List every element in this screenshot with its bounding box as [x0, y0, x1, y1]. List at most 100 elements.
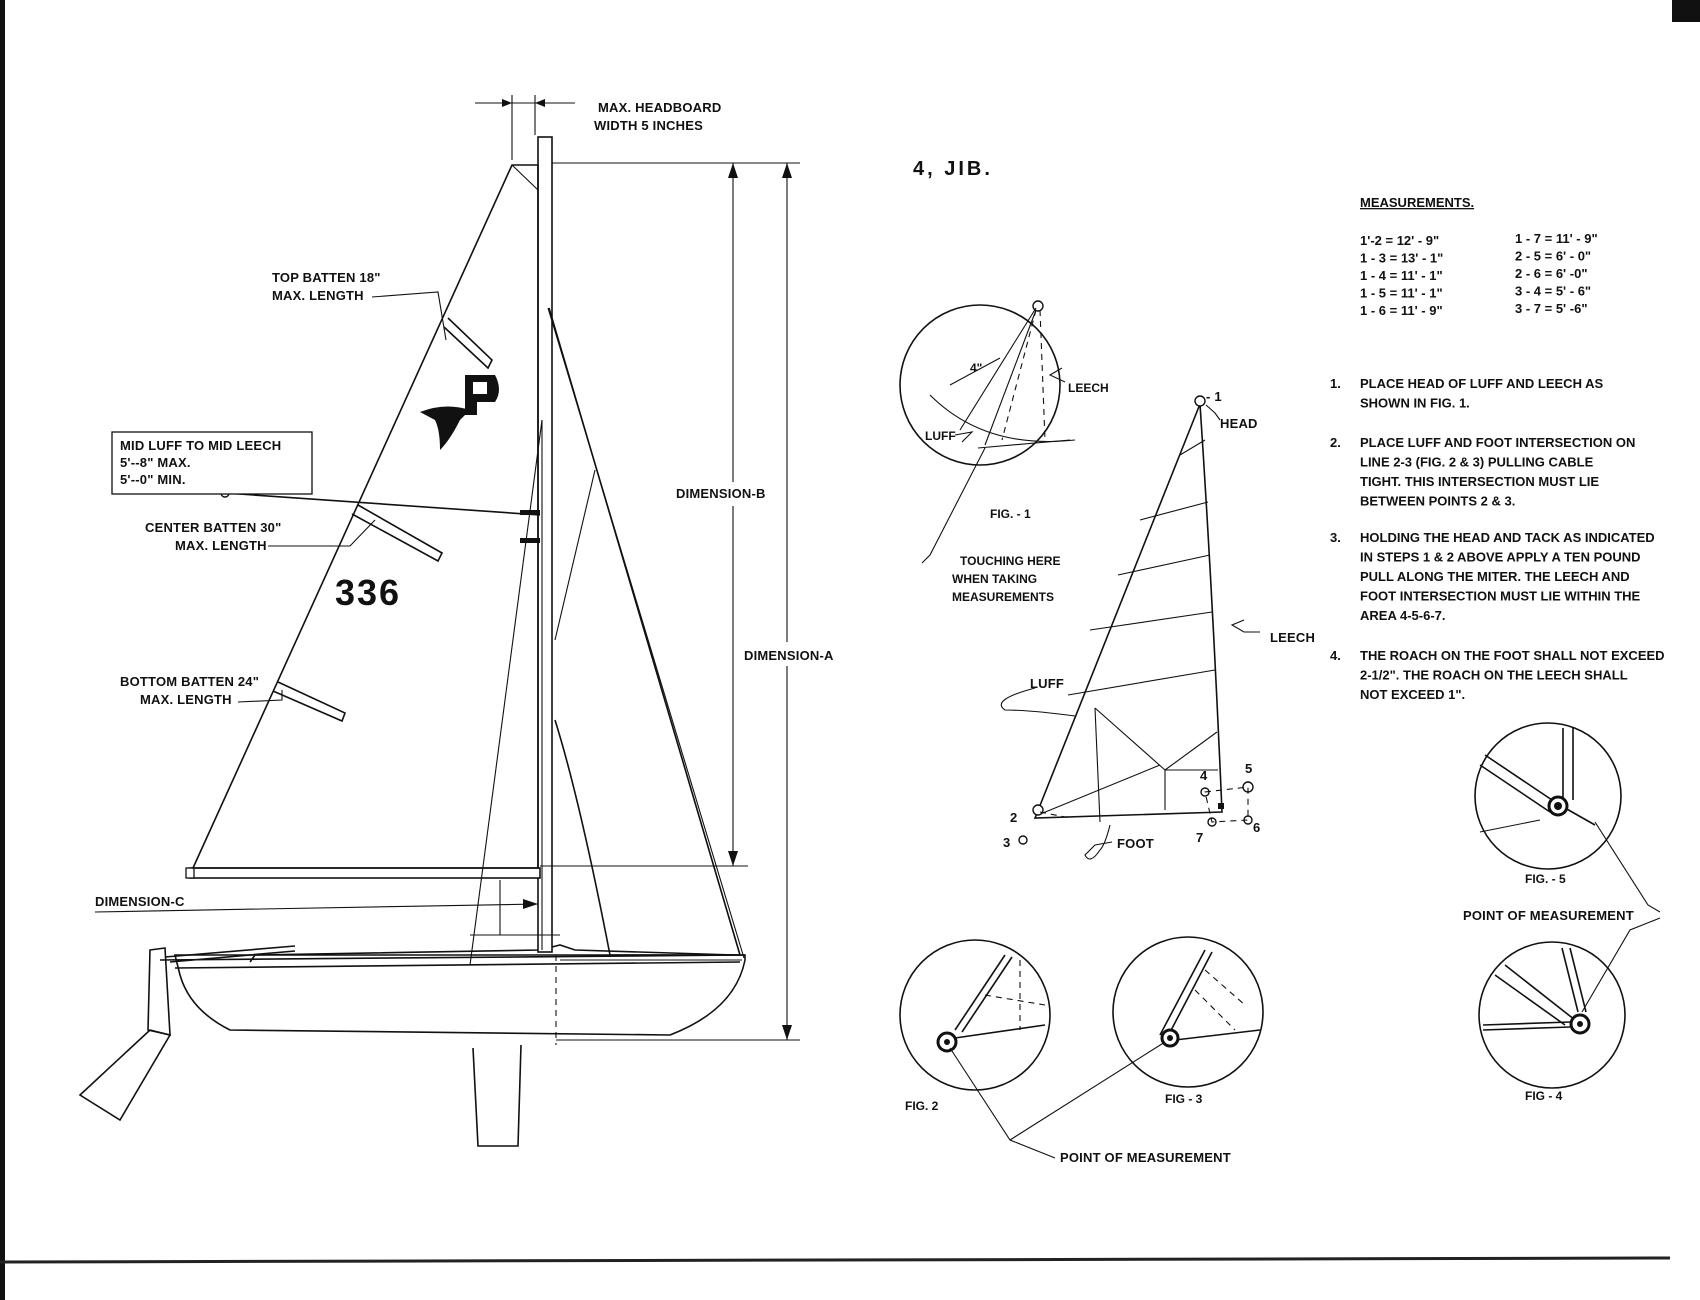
- boat-drawing: P 336 DIMENSION-A DIMENSION-B DIMENSION-…: [78, 95, 835, 1147]
- instruction-item: 3. HOLDING THE HEAD AND TACK AS INDICATED…: [1330, 530, 1655, 623]
- jib-point-7: 7: [1196, 830, 1203, 845]
- measurements-heading: MEASUREMENTS.: [1360, 195, 1474, 210]
- mid-luff-box: MID LUFF TO MID LEECH 5'--8" MAX. 5'--0"…: [111, 431, 313, 495]
- measurement-row: 1 - 5 = 11' - 1": [1360, 286, 1443, 301]
- instruction-line: FOOT INTERSECTION MUST LIE WITHIN THE: [1360, 589, 1641, 604]
- instruction-item: 1. PLACE HEAD OF LUFF AND LEECH AS SHOWN I…: [1330, 376, 1603, 411]
- svg-text:LUFF: LUFF: [925, 429, 956, 443]
- bottom-batten-label: BOTTOM BATTEN 24" MAX. LENGTH: [120, 674, 263, 707]
- svg-text:LEECH: LEECH: [1068, 381, 1109, 395]
- mid-luff-to-mid-leech-line: [224, 492, 541, 516]
- dimension-c-label: DIMENSION-C: [95, 894, 185, 909]
- fig-1-caption: FIG. - 1: [990, 507, 1031, 521]
- measurement-row: 1 - 6 = 11' - 9": [1360, 303, 1443, 318]
- instruction-number: 3.: [1330, 530, 1341, 545]
- instruction-line: AREA 4-5-6-7.: [1360, 608, 1445, 623]
- center-batten-label: CENTER BATTEN 30" MAX. LENGTH: [145, 520, 285, 553]
- mainsail: [191, 164, 539, 869]
- svg-text:MID LUFF TO MID LEECH 5': MID LUFF TO MID LEECH 5'--8" MAX. 5'--0"…: [120, 438, 285, 487]
- top-batten-label: TOP BATTEN 18" MAX. LENGTH: [272, 270, 384, 303]
- insignia-letter: P: [478, 371, 479, 373]
- instruction-line: HOLDING THE HEAD AND TACK AS INDICATED: [1360, 530, 1655, 545]
- instruction-line: PLACE HEAD OF LUFF AND LEECH AS: [1360, 376, 1603, 391]
- headboard-label: MAX. HEADBOARD WIDTH 5 INCHES: [594, 100, 725, 133]
- instruction-line: BETWEEN POINTS 2 & 3.: [1360, 494, 1515, 509]
- jib-point-3: 3: [1003, 835, 1010, 850]
- jib-point-5: 5: [1245, 761, 1252, 776]
- touching-here-label: TOUCHING HERE WHEN TAKING MEASUREMENTS: [952, 554, 1064, 604]
- rudder-blade: [78, 1029, 172, 1122]
- point-of-measurement-right: POINT OF MEASUREMENT: [1463, 908, 1634, 923]
- jib-foot-label: FOOT: [1117, 836, 1154, 851]
- fig-5: FIG. - 5: [1474, 722, 1622, 886]
- measurement-row: 1 - 7 = 11' - 9": [1515, 231, 1598, 246]
- measurements-table: MEASUREMENTS. 1'-2 = 12' - 9" 1 - 3 = 13'…: [1360, 195, 1598, 318]
- page-bottom-edge: [0, 1256, 1671, 1264]
- instruction-item: 2. PLACE LUFF AND FOOT INTERSECTION ON LIN…: [1330, 435, 1635, 509]
- top-batten: [443, 317, 493, 370]
- jib-leech-label: LEECH: [1270, 630, 1315, 645]
- instruction-number: 4.: [1330, 648, 1341, 663]
- deck-line: [159, 954, 746, 961]
- measurement-row: 2 - 6 = 6' -0": [1515, 266, 1587, 281]
- fig-2-caption: FIG. 2: [905, 1099, 939, 1113]
- boat-jib: [548, 307, 742, 956]
- bottom-batten: [272, 681, 347, 723]
- measurements-col-1: 1'-2 = 12' - 9" 1 - 3 = 13' - 1" 1 - 4 = 1…: [1360, 233, 1443, 318]
- forestay: [547, 307, 745, 959]
- instruction-line: NOT EXCEED 1".: [1360, 687, 1465, 702]
- measurement-row: 1 - 3 = 13' - 1": [1360, 251, 1443, 266]
- fig-5-caption: FIG. - 5: [1525, 872, 1566, 886]
- centerboard: [472, 1044, 522, 1147]
- instruction-line: PULL ALONG THE MITER. THE LEECH AND: [1360, 569, 1630, 584]
- boom: [189, 867, 541, 879]
- class-insignia: P: [420, 371, 499, 450]
- rudder-head: [147, 947, 171, 1037]
- sail-number: 336: [335, 572, 401, 613]
- measurement-row: 3 - 4 = 5' - 6": [1515, 284, 1591, 299]
- instruction-line: PLACE LUFF AND FOOT INTERSECTION ON: [1360, 435, 1635, 450]
- measurement-row: 3 - 7 = 5' -6": [1515, 301, 1587, 316]
- point-of-measurement-bottom: POINT OF MEASUREMENT: [1060, 1150, 1231, 1165]
- shroud: [469, 419, 543, 966]
- tiller: [164, 945, 296, 958]
- fig-3-caption: FIG - 3: [1165, 1092, 1203, 1106]
- dimension-a-label: DIMENSION-A: [744, 648, 834, 663]
- jib-point-1: - 1: [1206, 389, 1222, 404]
- mast: [537, 136, 553, 953]
- instruction-line: SHOWN IN FIG. 1.: [1360, 396, 1470, 411]
- jib-sail-diagram: [1000, 395, 1260, 860]
- instruction-line: THE ROACH ON THE FOOT SHALL NOT EXCEED: [1360, 648, 1665, 663]
- instruction-number: 2.: [1330, 435, 1341, 450]
- instruction-item: 4. THE ROACH ON THE FOOT SHALL NOT EXCEED…: [1330, 648, 1665, 702]
- fig-4: FIG - 4: [1478, 941, 1626, 1103]
- jib-head-label: HEAD: [1220, 416, 1258, 431]
- jib-point-2: 2: [1010, 810, 1017, 825]
- measurement-row: 1 - 4 = 11' - 1": [1360, 268, 1443, 283]
- page-corner-mark: [1672, 0, 1700, 22]
- instruction-number: 1.: [1330, 376, 1341, 391]
- instructions-list: 1. PLACE HEAD OF LUFF AND LEECH AS SHOWN I…: [1330, 376, 1665, 702]
- instruction-line: TIGHT. THIS INTERSECTION MUST LIE: [1360, 474, 1599, 489]
- jib-luff-label: LUFF: [1030, 676, 1064, 691]
- center-batten: [351, 504, 444, 563]
- fig-4-caption: FIG - 4: [1525, 1089, 1563, 1103]
- svg-text:4": 4": [970, 361, 982, 375]
- fig-1: LEECH LUFF 4" FIG. - 1: [899, 300, 1109, 564]
- instruction-line: IN STEPS 1 & 2 ABOVE APPLY A TEN POUND: [1360, 550, 1641, 565]
- sheer-line: [174, 961, 741, 969]
- fig-2: FIG. 2: [899, 939, 1051, 1113]
- jib-point-6: 6: [1253, 820, 1260, 835]
- jib-title: 4, JIB.: [913, 158, 993, 180]
- instruction-line: LINE 2-3 (FIG. 2 & 3) PULLING CABLE: [1360, 455, 1594, 470]
- hull: [173, 954, 746, 1036]
- measurements-col-2: 1 - 7 = 11' - 9" 2 - 5 = 6' - 0" 2 - 6 = 6…: [1515, 231, 1598, 316]
- measurement-row: 2 - 5 = 6' - 0": [1515, 249, 1591, 264]
- dimension-b-label: DIMENSION-B: [676, 486, 766, 501]
- measurement-row: 1'-2 = 12' - 9": [1360, 233, 1439, 248]
- page-left-edge: [0, 0, 5, 1300]
- instruction-line: 2-1/2". THE ROACH ON THE LEECH SHALL: [1360, 668, 1628, 683]
- dimension-c-line: [94, 903, 539, 913]
- jib-point-4: 4: [1200, 768, 1208, 783]
